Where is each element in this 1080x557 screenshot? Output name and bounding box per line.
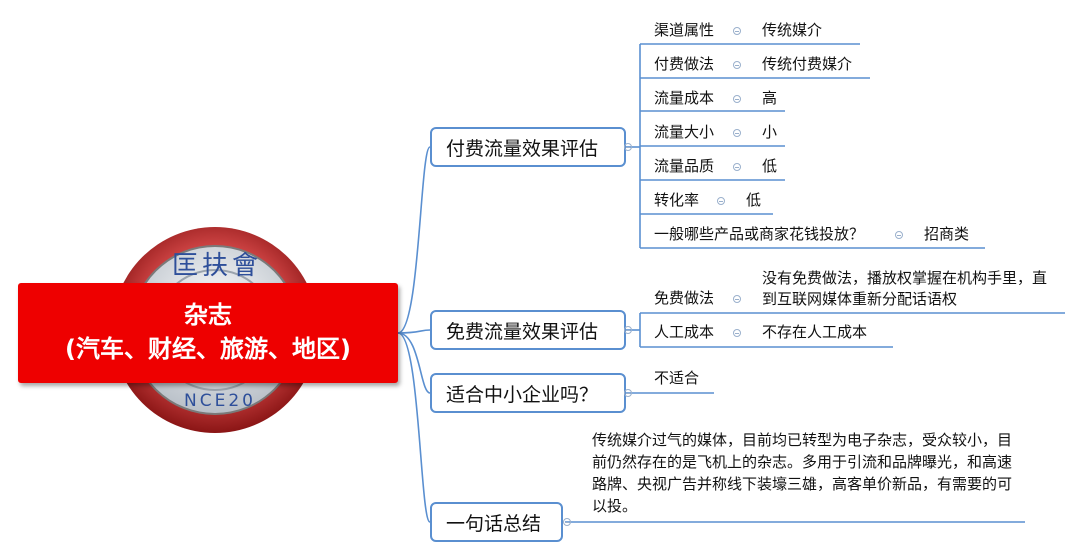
collapse-toggle-icon[interactable] bbox=[733, 27, 741, 35]
node-value[interactable]: 没有免费做法，播放权掌握在机构手里，直到互联网媒体重新分配话语权 bbox=[762, 269, 1048, 308]
node-value[interactable]: 不存在人工成本 bbox=[762, 323, 868, 341]
collapse-toggle-icon[interactable] bbox=[733, 163, 741, 171]
node-value[interactable]: 低 bbox=[762, 157, 778, 175]
collapse-toggle-icon[interactable] bbox=[733, 95, 741, 103]
node-label[interactable]: 一般哪些产品或商家花钱投放？ bbox=[654, 225, 865, 243]
branch-line bbox=[397, 146, 431, 334]
collapse-toggle-icon[interactable] bbox=[895, 231, 903, 239]
node-label[interactable]: 渠道属性 bbox=[654, 21, 715, 39]
collapse-toggle-icon[interactable] bbox=[563, 518, 571, 526]
collapse-toggle-icon[interactable] bbox=[624, 143, 632, 151]
node-value[interactable]: 小 bbox=[762, 123, 778, 141]
node-value[interactable]: 不适合 bbox=[654, 369, 700, 387]
collapse-toggle-icon[interactable] bbox=[733, 295, 741, 303]
topic-paid-traffic[interactable]: 付费流量效果评估 bbox=[430, 127, 626, 167]
node-label[interactable]: 流量品质 bbox=[654, 157, 715, 175]
node-label[interactable]: 流量大小 bbox=[654, 123, 715, 141]
collapse-toggle-icon[interactable] bbox=[733, 61, 741, 69]
collapse-toggle-icon[interactable] bbox=[624, 389, 632, 397]
branch-line bbox=[397, 332, 431, 523]
collapse-toggle-icon[interactable] bbox=[624, 326, 632, 334]
node-value[interactable]: 高 bbox=[762, 89, 778, 107]
node-value-summary[interactable]: 传统媒介过气的媒体，目前均已转型为电子杂志，受众较小，目前仍然存在的是飞机上的杂… bbox=[592, 431, 1013, 515]
collapse-toggle-icon[interactable] bbox=[717, 197, 725, 205]
node-value[interactable]: 低 bbox=[746, 191, 762, 209]
collapse-toggle-icon[interactable] bbox=[733, 129, 741, 137]
seal-text-top: 匡扶會 bbox=[171, 251, 262, 281]
node-label[interactable]: 免费做法 bbox=[654, 289, 715, 307]
node-value[interactable]: 招商类 bbox=[924, 225, 970, 243]
root-title: 杂志 bbox=[184, 301, 232, 329]
topic-free-traffic[interactable]: 免费流量效果评估 bbox=[430, 310, 626, 350]
branch-line bbox=[397, 332, 431, 394]
node-label[interactable]: 转化率 bbox=[654, 191, 700, 209]
branch-line bbox=[397, 329, 431, 334]
root-node[interactable]: 杂志 (汽车、财经、旅游、地区) bbox=[18, 283, 398, 383]
node-label[interactable]: 流量成本 bbox=[654, 89, 715, 107]
node-value[interactable]: 传统付费媒介 bbox=[762, 55, 853, 73]
topic-suitable-for-sme[interactable]: 适合中小企业吗？ bbox=[430, 373, 626, 413]
collapse-toggle-icon[interactable] bbox=[733, 329, 741, 337]
node-label[interactable]: 付费做法 bbox=[654, 55, 715, 73]
node-value[interactable]: 传统媒介 bbox=[762, 21, 823, 39]
root-subtitle: (汽车、财经、旅游、地区) bbox=[65, 335, 351, 363]
topic-summary[interactable]: 一句话总结 bbox=[430, 502, 563, 542]
seal-text-bottom: NCE20 bbox=[184, 391, 256, 411]
node-label[interactable]: 人工成本 bbox=[654, 323, 715, 341]
